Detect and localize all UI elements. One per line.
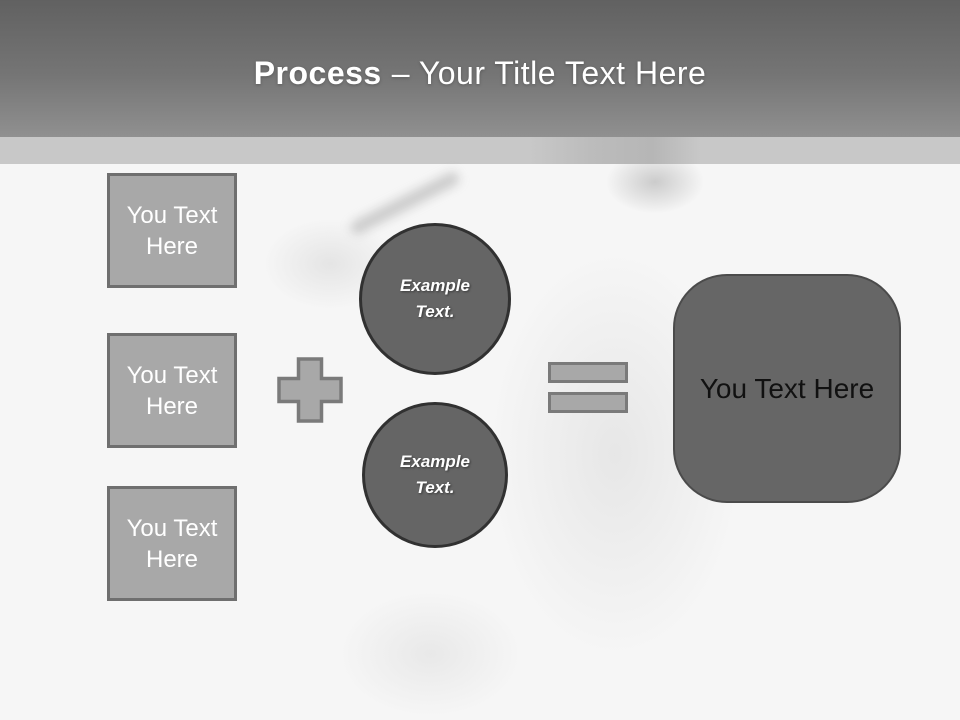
page-title-bold: Process [253,55,382,91]
plus-icon [277,357,343,423]
input-box-2-label: You Text Here [126,361,218,420]
equals-bar-bottom [548,392,628,413]
input-box-3-label: You Text Here [126,514,218,573]
equals-icon [548,362,628,413]
input-box-3: You Text Here [107,486,237,601]
equals-bar-top [548,362,628,383]
input-box-2: You Text Here [107,333,237,448]
page-title-rest: – Your Title Text Here [391,55,707,91]
example-circle-1-label: Example Text. [400,276,470,321]
page-title: Process – Your Title Text Here [254,45,707,92]
input-box-1-label: You Text Here [126,201,218,260]
example-circle-1: Example Text. [359,223,511,375]
result-box-label: You Text Here [699,372,875,404]
header-divider-strip [0,137,960,164]
header-band: Process – Your Title Text Here [0,0,960,137]
example-circle-2: Example Text. [362,402,508,548]
input-box-1: You Text Here [107,173,237,288]
result-box: You Text Here [673,274,901,503]
example-circle-2-label: Example Text. [400,452,470,497]
